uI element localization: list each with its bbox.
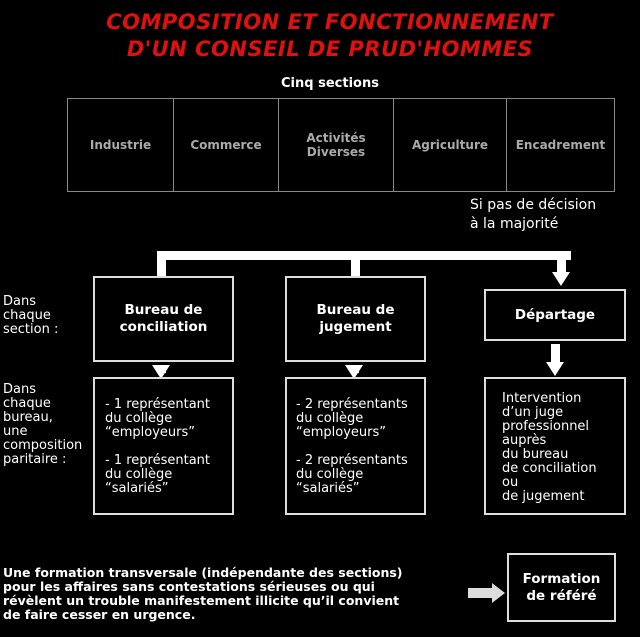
row-label-line: une (3, 424, 28, 439)
row-label-line: chaque (3, 308, 51, 323)
composition-departage: Intervention d’un juge professionnel aup… (484, 377, 626, 515)
departage-box: Départage (484, 289, 626, 341)
row-label-bureau: Dans chaque bureau, une composition pari… (3, 383, 82, 467)
row-label-section: Dans chaque section : (3, 295, 58, 337)
composition-line: professionnel (502, 419, 590, 434)
arrow-shaft (551, 344, 560, 364)
arrow-down-icon (345, 365, 363, 379)
majority-note: Si pas de décision à la majorité (470, 196, 596, 234)
section-commerce: Commerce (174, 99, 279, 191)
box-title: Formation (522, 570, 601, 587)
sections-label: Cinq sections (281, 76, 379, 91)
majority-note-line: Si pas de décision (470, 197, 597, 213)
composition-line: de jugement (502, 489, 585, 504)
composition-line: - 2 représentants (296, 453, 408, 468)
section-label: Diverses (306, 145, 366, 159)
section-label: Activités (306, 131, 366, 145)
title-line-1: COMPOSITION ET FONCTIONNEMENT (106, 10, 554, 34)
box-title: conciliation (119, 319, 208, 335)
section-encadrement: Encadrement (507, 99, 614, 191)
transversal-note-line: pour les affaires sans contestations sér… (3, 579, 375, 594)
composition-line: - 2 représentants (296, 397, 408, 412)
composition-line: “salariés” (296, 481, 360, 496)
transversal-note-line: de faire cesser en urgence. (3, 607, 196, 622)
section-label: Encadrement (515, 138, 606, 152)
row-label-line: chaque (3, 396, 51, 411)
section-label: Agriculture (411, 138, 488, 152)
composition-line: du collège (105, 411, 173, 426)
section-agriculture: Agriculture (394, 99, 507, 191)
majority-note-line: à la majorité (470, 216, 559, 232)
arrow-down-icon (546, 362, 564, 376)
connector-drop-conciliation (157, 251, 166, 277)
row-label-line: Dans (3, 294, 36, 309)
composition-line: ou (502, 475, 519, 490)
composition-conciliation: - 1 représentant du collège “employeurs”… (93, 377, 234, 515)
box-title: Bureau de (316, 302, 395, 318)
box-title: Bureau de (124, 302, 203, 318)
row-label-line: section : (3, 322, 59, 337)
composition-line: d’un juge (502, 405, 564, 420)
row-label-line: paritaire : (3, 452, 67, 467)
box-title: Départage (514, 306, 596, 323)
composition-line: - 1 représentant (105, 397, 211, 412)
composition-line: du collège (296, 467, 364, 482)
composition-line: “salariés” (105, 481, 169, 496)
section-label: Industrie (89, 138, 152, 152)
composition-jugement: - 2 représentants du collège “employeurs… (285, 377, 426, 515)
title-line-2: D'UN CONSEIL DE PRUD'HOMMES (126, 37, 534, 61)
composition-line: du bureau (502, 447, 569, 462)
composition-line: du collège (105, 467, 173, 482)
composition-line: - 1 représentant (105, 453, 211, 468)
arrow-down-icon (552, 272, 570, 286)
connector-drop-departage (557, 251, 566, 273)
section-industrie: Industrie (68, 99, 174, 191)
connector-drop-jugement (351, 251, 360, 277)
composition-line: du collège (296, 411, 364, 426)
arrow-shaft (468, 588, 494, 598)
box-title: de référé (526, 587, 597, 604)
composition-line: de conciliation (502, 461, 597, 476)
transversal-note: Une formation transversale (indépendante… (3, 566, 403, 622)
transversal-note-line: révèlent un trouble manifestement illici… (3, 593, 400, 608)
row-label-line: Dans (3, 382, 36, 397)
composition-line: Intervention (502, 391, 582, 406)
box-title: jugement (319, 319, 392, 335)
connector-horizontal (157, 251, 571, 260)
composition-line: auprès (502, 433, 547, 448)
row-label-line: bureau, (3, 410, 53, 425)
composition-line: “employeurs” (105, 425, 195, 440)
row-label-line: composition (3, 438, 83, 453)
composition-line: “employeurs” (296, 425, 386, 440)
transversal-note-line: Une formation transversale (indépendante… (3, 565, 403, 580)
arrow-right-icon (492, 583, 505, 603)
arrow-down-icon (152, 365, 170, 379)
section-label: Commerce (190, 138, 262, 152)
